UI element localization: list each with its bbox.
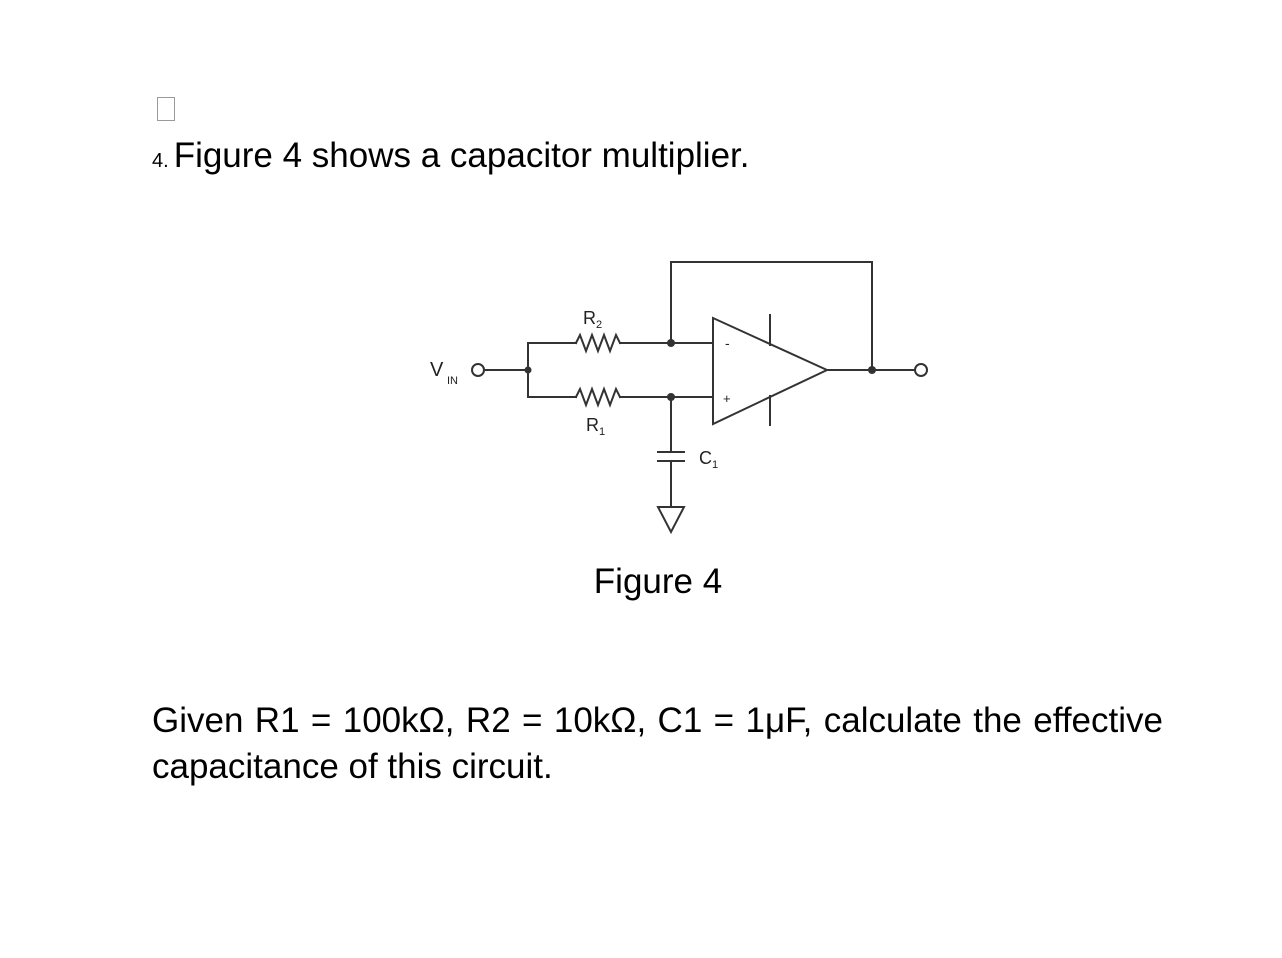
- problem-statement: Given R1 = 100kΩ, R2 = 10kΩ, C1 = 1μF, c…: [152, 701, 1163, 786]
- output-terminal: [914, 363, 928, 377]
- r2-label: R: [583, 308, 596, 328]
- figure-caption: Figure 4: [593, 562, 723, 601]
- inverting-input-sign: -: [725, 335, 730, 351]
- c1-label: C: [699, 448, 712, 468]
- feedback-wire: [670, 261, 873, 371]
- question-heading: 4.Figure 4 shows a capacitor multiplier.: [152, 136, 750, 176]
- junction-dot: [868, 366, 876, 374]
- capacitor-multiplier-circuit: - + V IN R 2 R 1 C 1: [430, 261, 928, 535]
- question-number: 4.: [152, 150, 169, 172]
- input-terminal: [471, 363, 485, 377]
- r1-resistor: [574, 386, 622, 408]
- vin-label-subscript: IN: [447, 375, 458, 387]
- vin-label: V: [430, 359, 444, 381]
- r1-label: R: [586, 415, 599, 435]
- ground-icon: [656, 506, 686, 535]
- r2-resistor: [574, 332, 622, 354]
- r2-label-subscript: 2: [596, 319, 602, 331]
- junction-dot: [524, 366, 532, 374]
- junction-dot: [667, 339, 675, 347]
- missing-glyph-box: [157, 97, 175, 121]
- r1-label-subscript: 1: [599, 426, 605, 438]
- question-title: Figure 4 shows a capacitor multiplier.: [173, 136, 750, 175]
- c1-label-subscript: 1: [712, 459, 718, 471]
- noninverting-input-sign: +: [723, 391, 731, 406]
- junction-dot: [667, 393, 675, 401]
